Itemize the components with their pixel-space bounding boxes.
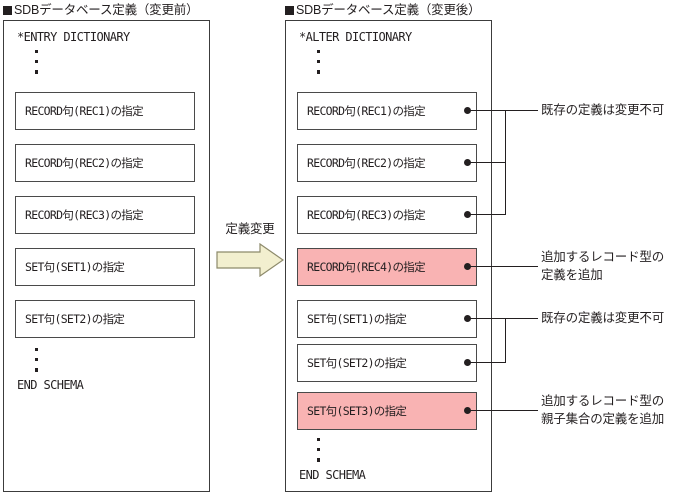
anchor-dot-set2 <box>464 359 471 366</box>
before-footer-line: END SCHEMA <box>17 378 84 392</box>
vertical-ellipsis-icon <box>35 50 39 81</box>
bracket-sets <box>505 318 507 363</box>
heading-after-label: SDBデータベース定義（変更後） <box>296 3 481 17</box>
clause-before-rec3: RECORD句(REC3)の指定 <box>15 196 195 234</box>
transform-label: 定義変更 <box>225 222 275 236</box>
anchor-dot-rec4 <box>464 263 471 270</box>
clause-after-set3: SET句(SET3)の指定 <box>297 392 477 430</box>
heading-before-change: SDBデータベース定義（変更前） <box>3 2 199 18</box>
vertical-ellipsis-icon <box>35 348 39 379</box>
heading-after-change: SDBデータベース定義（変更後） <box>285 2 481 18</box>
anchor-dot-rec2 <box>464 159 471 166</box>
transform-arrow-icon <box>216 243 284 277</box>
clause-before-rec2: RECORD句(REC2)の指定 <box>15 144 195 182</box>
anchor-dot-set3 <box>464 407 471 414</box>
leader-line-rec1 <box>468 110 538 112</box>
leader-line-set2 <box>468 362 506 364</box>
anchor-dot-rec3 <box>464 211 471 218</box>
after-footer-line: END SCHEMA <box>299 468 366 482</box>
leader-line-rec3 <box>468 214 506 216</box>
note-existing-sets: 既存の定義は変更不可 <box>541 311 665 325</box>
anchor-dot-rec1 <box>464 107 471 114</box>
clause-after-rec2: RECORD句(REC2)の指定 <box>297 144 477 182</box>
after-header-line: *ALTER DICTIONARY <box>299 30 412 44</box>
leader-line-set3 <box>468 410 538 412</box>
bracket-records <box>505 110 507 215</box>
clause-before-set2: SET句(SET2)の指定 <box>15 300 195 338</box>
clause-before-rec1: RECORD句(REC1)の指定 <box>15 92 195 130</box>
clause-after-set2: SET句(SET2)の指定 <box>297 344 477 382</box>
note-added-record: 追加するレコード型の 定義を追加 <box>541 250 665 282</box>
heading-before-label: SDBデータベース定義（変更前） <box>14 3 199 17</box>
leader-line-rec2 <box>468 162 506 164</box>
bullet-square-icon <box>285 6 294 15</box>
bullet-square-icon <box>3 6 12 15</box>
anchor-dot-set1 <box>464 315 471 322</box>
before-header-line: *ENTRY DICTIONARY <box>17 30 130 44</box>
clause-after-rec4: RECORD句(REC4)の指定 <box>297 248 477 286</box>
leader-line-rec4 <box>468 266 538 268</box>
clause-after-set1: SET句(SET1)の指定 <box>297 300 477 338</box>
vertical-ellipsis-icon <box>317 50 321 81</box>
vertical-ellipsis-icon <box>317 438 321 469</box>
clause-before-set1: SET句(SET1)の指定 <box>15 248 195 286</box>
note-existing-records: 既存の定義は変更不可 <box>541 103 665 117</box>
clause-after-rec1: RECORD句(REC1)の指定 <box>297 92 477 130</box>
note-added-set: 追加するレコード型の 親子集合の定義を追加 <box>541 394 665 426</box>
leader-line-set1 <box>468 318 538 320</box>
clause-after-rec3: RECORD句(REC3)の指定 <box>297 196 477 234</box>
